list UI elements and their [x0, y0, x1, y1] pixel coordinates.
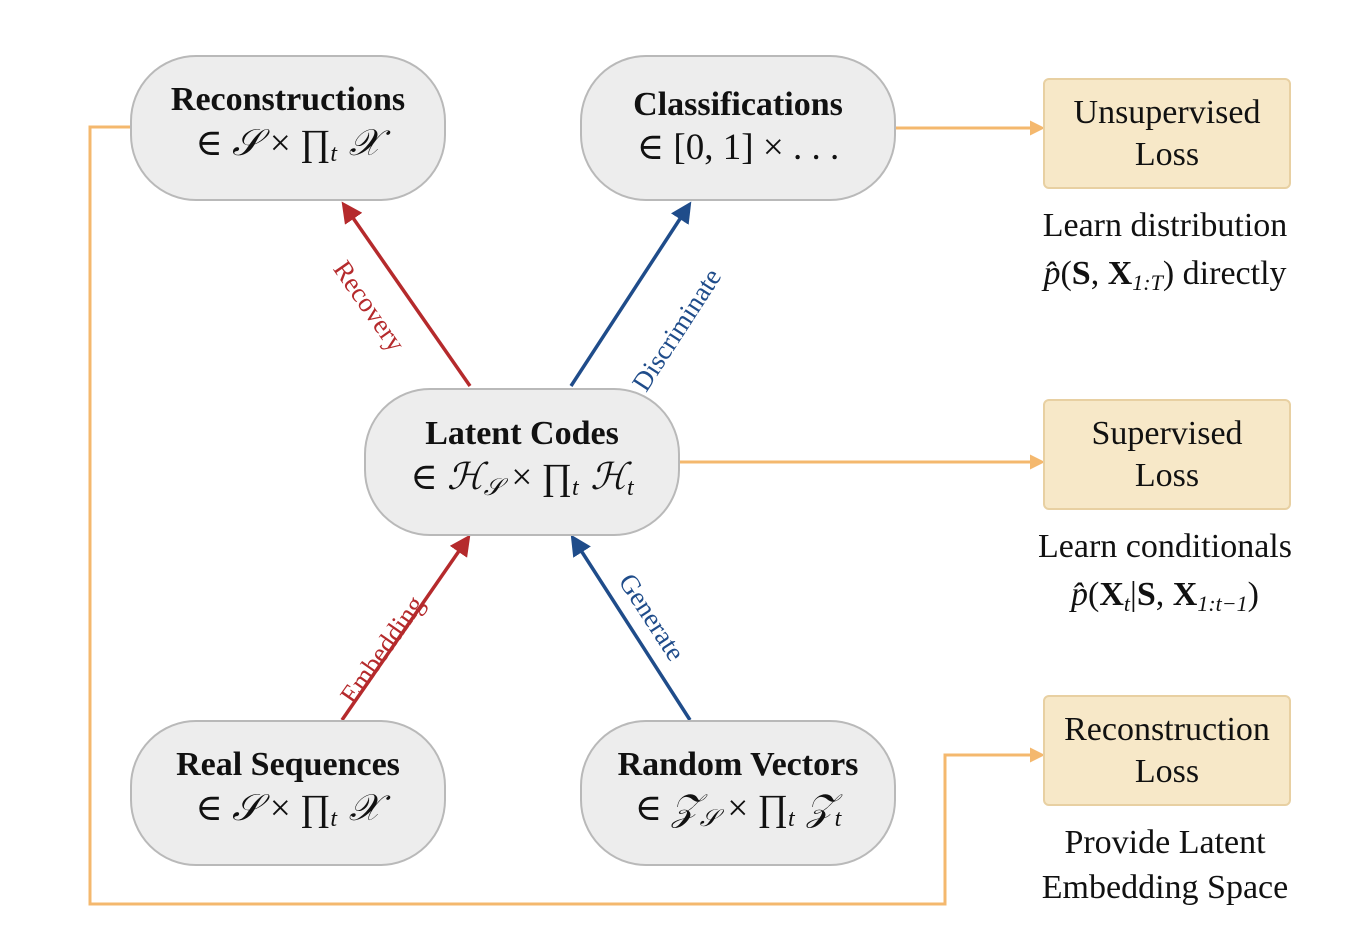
loss-unsupervised-line2: Loss — [1134, 135, 1200, 173]
caption-reconstruction-line1: Provide Latent — [1064, 824, 1266, 861]
node-classifications-math: ∈ [0, 1] × . . . — [636, 127, 840, 168]
node-real-sequences-title: Real Sequences — [176, 745, 400, 783]
loss-unsupervised-line1: Unsupervised — [1073, 93, 1261, 131]
node-random-vectors: Random Vectors ∈ 𝒵𝒮 × ∏t 𝒵t — [580, 720, 896, 866]
loss-reconstruction: Reconstruction Loss — [1043, 695, 1291, 806]
edge-recovery-arrow — [341, 201, 472, 387]
caption-unsupervised-line1: Learn distribution — [1042, 207, 1288, 244]
caption-unsupervised-line2: p̂(S, X1:T) directly — [1043, 255, 1287, 295]
node-reconstructions-math: ∈ 𝒮 × ∏t 𝒳 — [195, 120, 381, 167]
node-reconstructions-title: Reconstructions — [170, 80, 406, 118]
loss-reconstruction-line1: Reconstruction — [1064, 710, 1270, 748]
loss-reconstruction-line2: Loss — [1134, 752, 1200, 790]
caption-supervised: Learn conditionals p̂(Xt|S, X1:t−1) — [1005, 523, 1325, 628]
loss-supervised-line2: Loss — [1134, 456, 1200, 494]
node-real-sequences-math: ∈ 𝒮 × ∏t 𝒳 — [195, 785, 381, 832]
node-classifications-title: Classifications — [633, 86, 843, 123]
caption-supervised-line1: Learn conditionals — [1038, 528, 1292, 565]
node-random-vectors-math: ∈ 𝒵𝒮 × ∏t 𝒵t — [634, 785, 842, 832]
loss-supervised: Supervised Loss — [1043, 399, 1291, 510]
edge-discriminate-arrow — [569, 201, 692, 387]
edge-generate-arrow — [570, 534, 692, 721]
node-reconstructions: Reconstructions ∈ 𝒮 × ∏t 𝒳 — [130, 55, 446, 201]
node-classifications: Classifications ∈ [0, 1] × . . . — [580, 55, 896, 201]
caption-reconstruction-line2: Embedding Space — [1041, 869, 1289, 906]
node-latent-codes-title: Latent Codes — [425, 414, 619, 452]
node-real-sequences: Real Sequences ∈ 𝒮 × ∏t 𝒳 — [130, 720, 446, 866]
edge-reconstructions-to-reconstruction-loss — [88, 125, 1045, 906]
node-latent-codes: Latent Codes ∈ ℋ𝒮 × ∏t ℋt — [364, 388, 680, 536]
loss-supervised-line1: Supervised — [1091, 414, 1243, 452]
node-random-vectors-title: Random Vectors — [617, 745, 859, 783]
loss-unsupervised: Unsupervised Loss — [1043, 78, 1291, 189]
node-latent-codes-math: ∈ ℋ𝒮 × ∏t ℋt — [410, 454, 634, 501]
caption-unsupervised: Learn distribution p̂(S, X1:T) directly — [1005, 202, 1325, 307]
edge-embedding-arrow — [340, 534, 471, 721]
caption-supervised-line2: p̂(Xt|S, X1:t−1) — [1071, 576, 1259, 616]
caption-reconstruction: Provide Latent Embedding Space — [1005, 820, 1325, 910]
